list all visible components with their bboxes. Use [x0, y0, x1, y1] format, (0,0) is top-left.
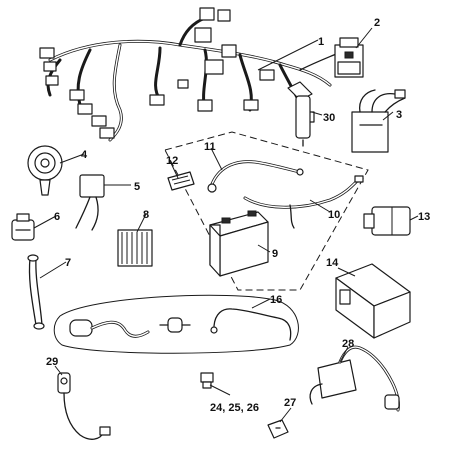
flasher-relay[interactable] — [363, 206, 411, 236]
wiring-harness[interactable] — [39, 7, 346, 142]
relay-block[interactable] — [334, 37, 364, 78]
callout-30: 30 — [323, 112, 335, 124]
callout-7: 7 — [65, 257, 71, 269]
battery-plate[interactable] — [167, 171, 195, 191]
headlight-set[interactable] — [69, 308, 292, 341]
callout-4: 4 — [81, 149, 88, 161]
ecu-box[interactable] — [335, 263, 411, 339]
callout-11: 11 — [204, 141, 216, 153]
ignition-coil[interactable] — [309, 345, 400, 412]
battery-negative-lead[interactable] — [243, 175, 364, 229]
callout-13: 13 — [418, 211, 430, 223]
callout-10: 10 — [328, 209, 340, 221]
ignition-coil-cap[interactable] — [287, 81, 313, 147]
callout-5: 5 — [134, 181, 140, 193]
callout-14: 14 — [326, 257, 339, 269]
fuse-block[interactable] — [117, 229, 153, 267]
callout-28: 28 — [342, 338, 354, 350]
battery-group-outline — [164, 131, 369, 291]
callout-27: 27 — [284, 397, 296, 409]
callout-1: 1 — [318, 36, 324, 48]
starter-relay[interactable] — [11, 213, 35, 241]
callout-9: 9 — [272, 248, 278, 260]
callout-29: 29 — [46, 356, 58, 368]
wire-lead[interactable] — [27, 254, 45, 330]
callout-16: 16 — [270, 294, 282, 306]
callout-6: 6 — [54, 211, 60, 223]
callout-12: 12 — [166, 155, 178, 167]
battery-positive-lead[interactable] — [207, 160, 304, 193]
battery[interactable] — [209, 210, 269, 277]
cdi-unit[interactable] — [351, 89, 406, 153]
horn[interactable] — [27, 145, 63, 196]
callout-3: 3 — [396, 109, 402, 121]
regulator[interactable] — [75, 174, 105, 231]
side-stand-switch[interactable] — [57, 372, 111, 440]
leader-lines — [33, 27, 419, 423]
lighting-group-outline — [53, 294, 299, 354]
neutral-switch[interactable] — [267, 419, 289, 439]
callout-2: 2 — [374, 17, 380, 29]
callout-8: 8 — [143, 209, 149, 221]
callout-24-25-26: 24, 25, 26 — [210, 402, 259, 414]
